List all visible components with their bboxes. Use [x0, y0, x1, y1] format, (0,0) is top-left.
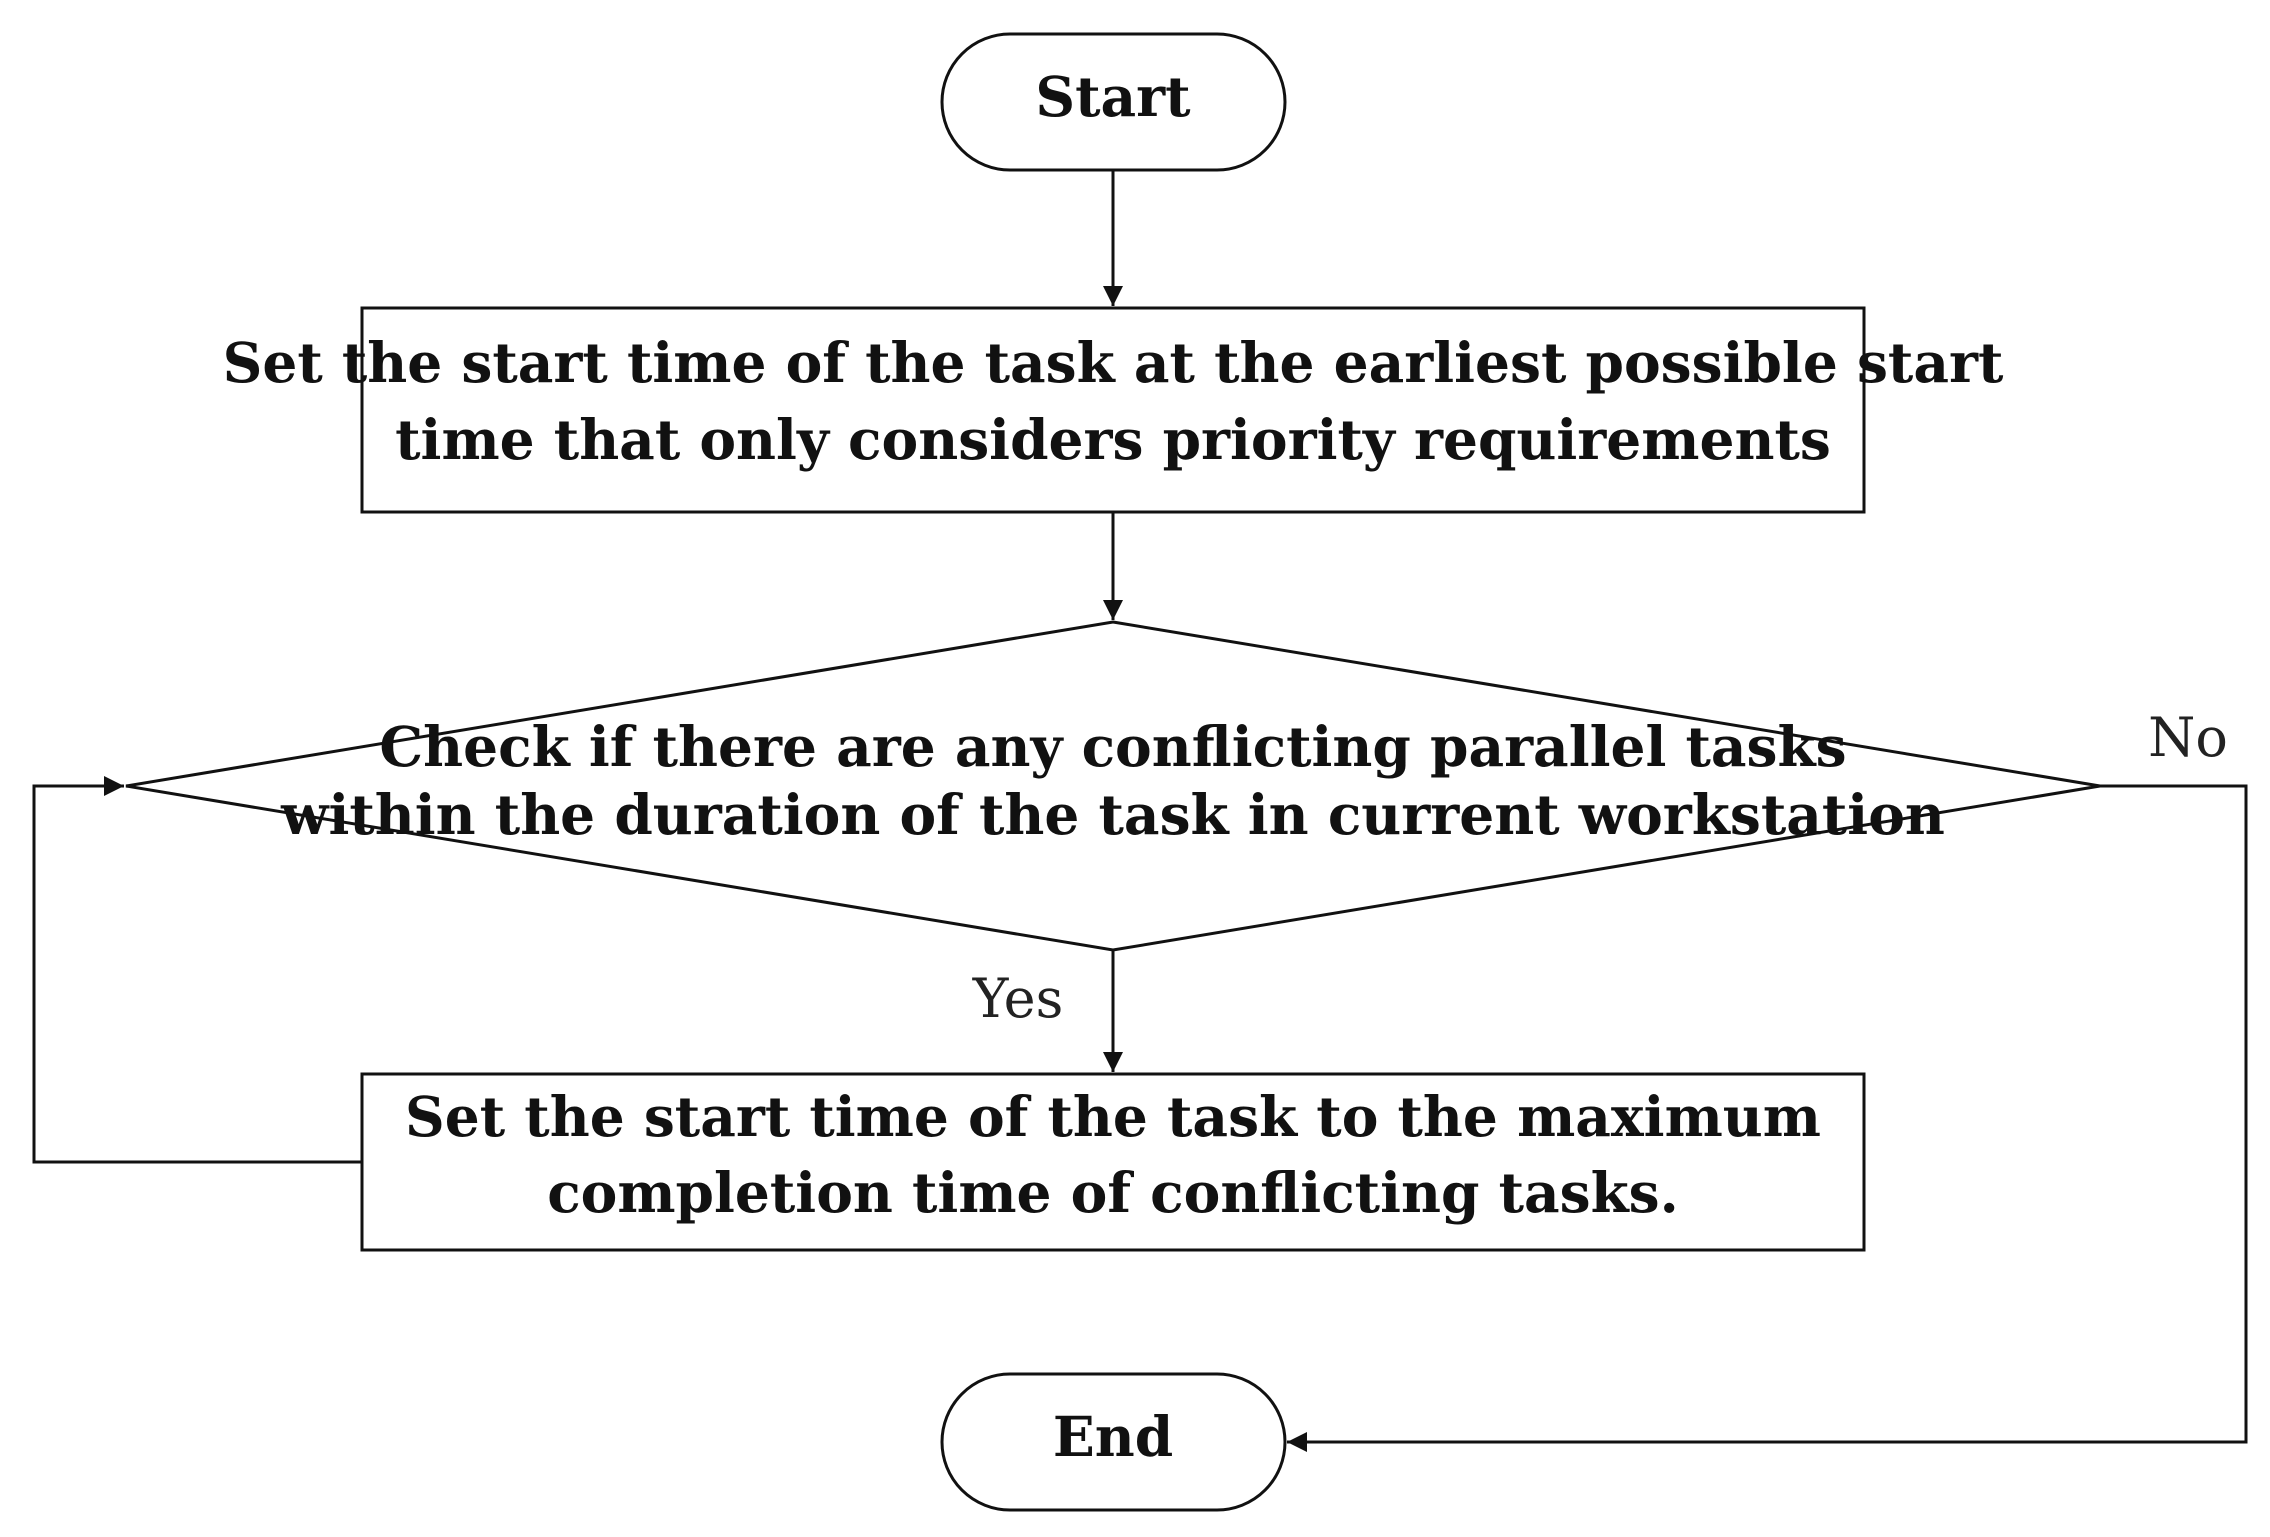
end-node: End — [940, 1372, 1287, 1512]
arrow-loop-back-to-check — [32, 776, 362, 1164]
set-max-line-2: completion time of conflicting tasks. — [547, 1160, 1679, 1225]
arrow-no-to-end — [1287, 784, 2248, 1452]
end-terminator-shape — [940, 1372, 1287, 1512]
check-conflict-line-1: Check if there are any conflicting paral… — [379, 714, 1846, 779]
check-conflict-line-2: within the duration of the task in curre… — [280, 782, 1945, 847]
yes-label: Yes — [972, 967, 1064, 1030]
check-conflict-decision: Check if there are any conflicting paral… — [125, 620, 2101, 952]
start-node: Start — [940, 32, 1287, 172]
set-max-box — [360, 1072, 1866, 1252]
end-label: End — [1053, 1404, 1173, 1469]
set-earliest-start-process: Set the start time of the task at the ea… — [223, 306, 2004, 514]
set-max-line-1: Set the start time of the task to the ma… — [405, 1084, 1821, 1149]
start-label: Start — [1035, 64, 1191, 129]
set-earliest-line-1: Set the start time of the task at the ea… — [223, 330, 2004, 395]
set-earliest-box — [360, 306, 1866, 514]
set-earliest-line-2: time that only considers priority requir… — [395, 407, 1831, 472]
set-max-completion-process: Set the start time of the task to the ma… — [360, 1072, 1866, 1252]
no-label: No — [2148, 706, 2228, 769]
